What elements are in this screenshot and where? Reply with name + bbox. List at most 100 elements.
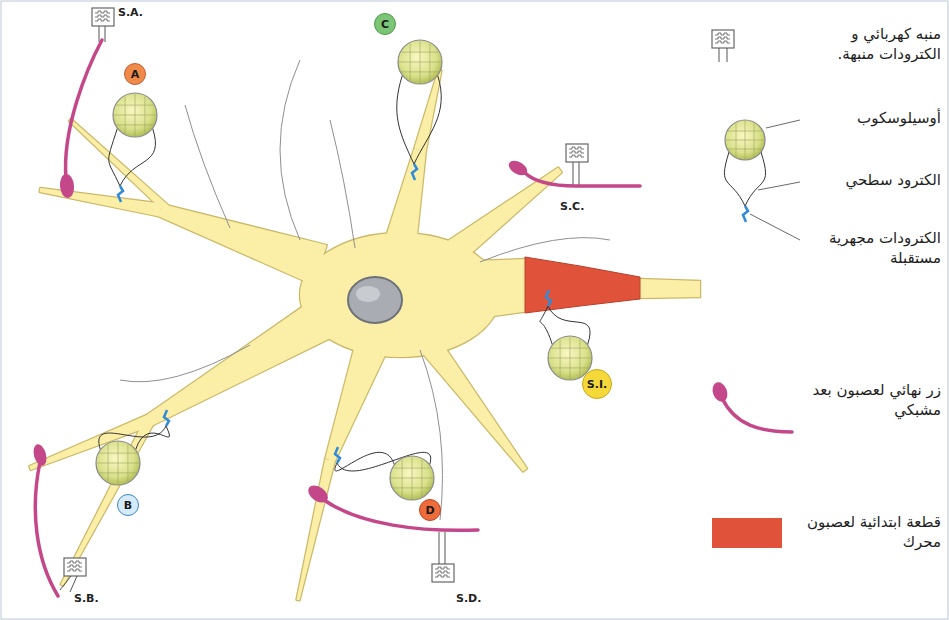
stimulator-box — [712, 30, 734, 48]
leader-line — [750, 214, 800, 240]
scope-wire — [109, 128, 120, 186]
microelectrode — [412, 164, 417, 180]
stimulator-box — [92, 8, 114, 26]
dendrite — [61, 418, 155, 586]
legend-text: منبه كهربائي و الكترودات منبهة. — [791, 24, 941, 65]
stim-wire — [719, 48, 727, 62]
leader-line — [766, 120, 800, 128]
grid-line — [118, 442, 119, 484]
stimulator-box — [566, 144, 588, 162]
dendrite — [297, 459, 335, 600]
oscilloscope — [335, 447, 434, 500]
scope-screen — [398, 40, 442, 84]
grid-line — [393, 487, 430, 488]
stimulator-symbol — [712, 30, 734, 48]
nucleus — [348, 277, 402, 323]
dendrite — [421, 338, 527, 471]
stim-wire — [60, 576, 77, 592]
label-circle: C — [374, 13, 396, 35]
oscilloscope — [397, 40, 442, 180]
pulse-wave — [435, 571, 450, 573]
axon — [640, 279, 700, 298]
legend-text: الكترود سطحي — [791, 170, 941, 190]
grid-line — [127, 444, 128, 481]
pulse-wave — [715, 37, 730, 39]
label-circle: A — [124, 63, 146, 85]
grid-line — [116, 124, 153, 125]
stimulator-box — [64, 558, 86, 576]
grid-line — [401, 71, 438, 72]
terminal-button — [31, 443, 48, 467]
stimulator-label: S.C. — [560, 200, 584, 213]
pulse-wave — [95, 19, 110, 21]
stimulator-symbol — [432, 564, 454, 582]
pulse-wave — [67, 561, 82, 563]
microelectrode — [335, 447, 340, 463]
stim-wire — [573, 162, 579, 185]
terminal-axon — [66, 40, 102, 178]
cell-body — [300, 233, 500, 357]
dendrite — [147, 302, 331, 425]
pulse-wave — [715, 33, 730, 35]
pulse-wave — [95, 11, 110, 13]
scope-screen — [390, 456, 434, 500]
dendrite — [325, 345, 385, 462]
stimulator-symbol — [92, 8, 114, 26]
grid-line — [99, 472, 136, 473]
stimulator-label: S.D. — [456, 592, 481, 605]
node-letter: B — [124, 500, 132, 511]
scope-wire — [397, 75, 414, 164]
legend-text: أوسيلوسكوب — [791, 108, 941, 128]
neuron-outline — [29, 70, 700, 601]
cell-body — [300, 233, 500, 357]
dendrite — [297, 459, 335, 600]
stimulator-symbol — [64, 558, 86, 576]
pulse-wave — [435, 567, 450, 569]
grid-line — [135, 94, 136, 136]
legend-text: قطعة ابتدائية لعصبون محرك — [791, 512, 941, 553]
grid-line — [144, 96, 145, 133]
scope-wire — [335, 452, 395, 471]
terminal-axon — [35, 462, 58, 596]
scope-screen — [725, 120, 765, 160]
label-circle: D — [419, 499, 441, 521]
terminal-button — [506, 158, 529, 178]
fine-dendrite — [185, 105, 230, 228]
terminal-axon — [324, 500, 478, 530]
node-letter: A — [131, 69, 140, 80]
fine-dendrite — [330, 120, 355, 248]
dendrite — [325, 345, 385, 462]
stimulator-box — [432, 564, 454, 582]
neuron-parts — [31, 8, 800, 596]
terminal-axon — [524, 172, 640, 186]
nucleus-highlight — [356, 286, 380, 302]
neuron-fill — [29, 70, 700, 601]
axon — [640, 279, 700, 298]
pulse-wave — [569, 151, 584, 153]
oscilloscope — [96, 410, 169, 485]
pulse-wave — [67, 569, 82, 571]
oscilloscope — [109, 93, 157, 202]
scope-screen — [113, 93, 157, 137]
pulse-wave — [95, 15, 110, 17]
terminal-button — [710, 380, 730, 404]
grid-line — [579, 339, 580, 376]
grid-line — [551, 367, 588, 368]
grid-line — [728, 149, 762, 150]
node-letter: C — [381, 19, 389, 30]
fine-dendrite — [280, 60, 300, 240]
legend-text: زر نهائي لعصبون بعد مشبكي — [791, 380, 941, 421]
legend-swatch — [712, 518, 782, 548]
grid-line — [570, 337, 571, 379]
fine-dendrite — [480, 238, 610, 262]
node-letter: D — [425, 505, 434, 516]
scope-wire — [414, 75, 441, 164]
terminal-axon — [722, 398, 792, 432]
microelectrode — [164, 410, 169, 426]
pulse-wave — [569, 155, 584, 157]
pulse-wave — [715, 41, 730, 43]
grid-line — [412, 457, 413, 499]
terminal-button — [59, 173, 75, 198]
